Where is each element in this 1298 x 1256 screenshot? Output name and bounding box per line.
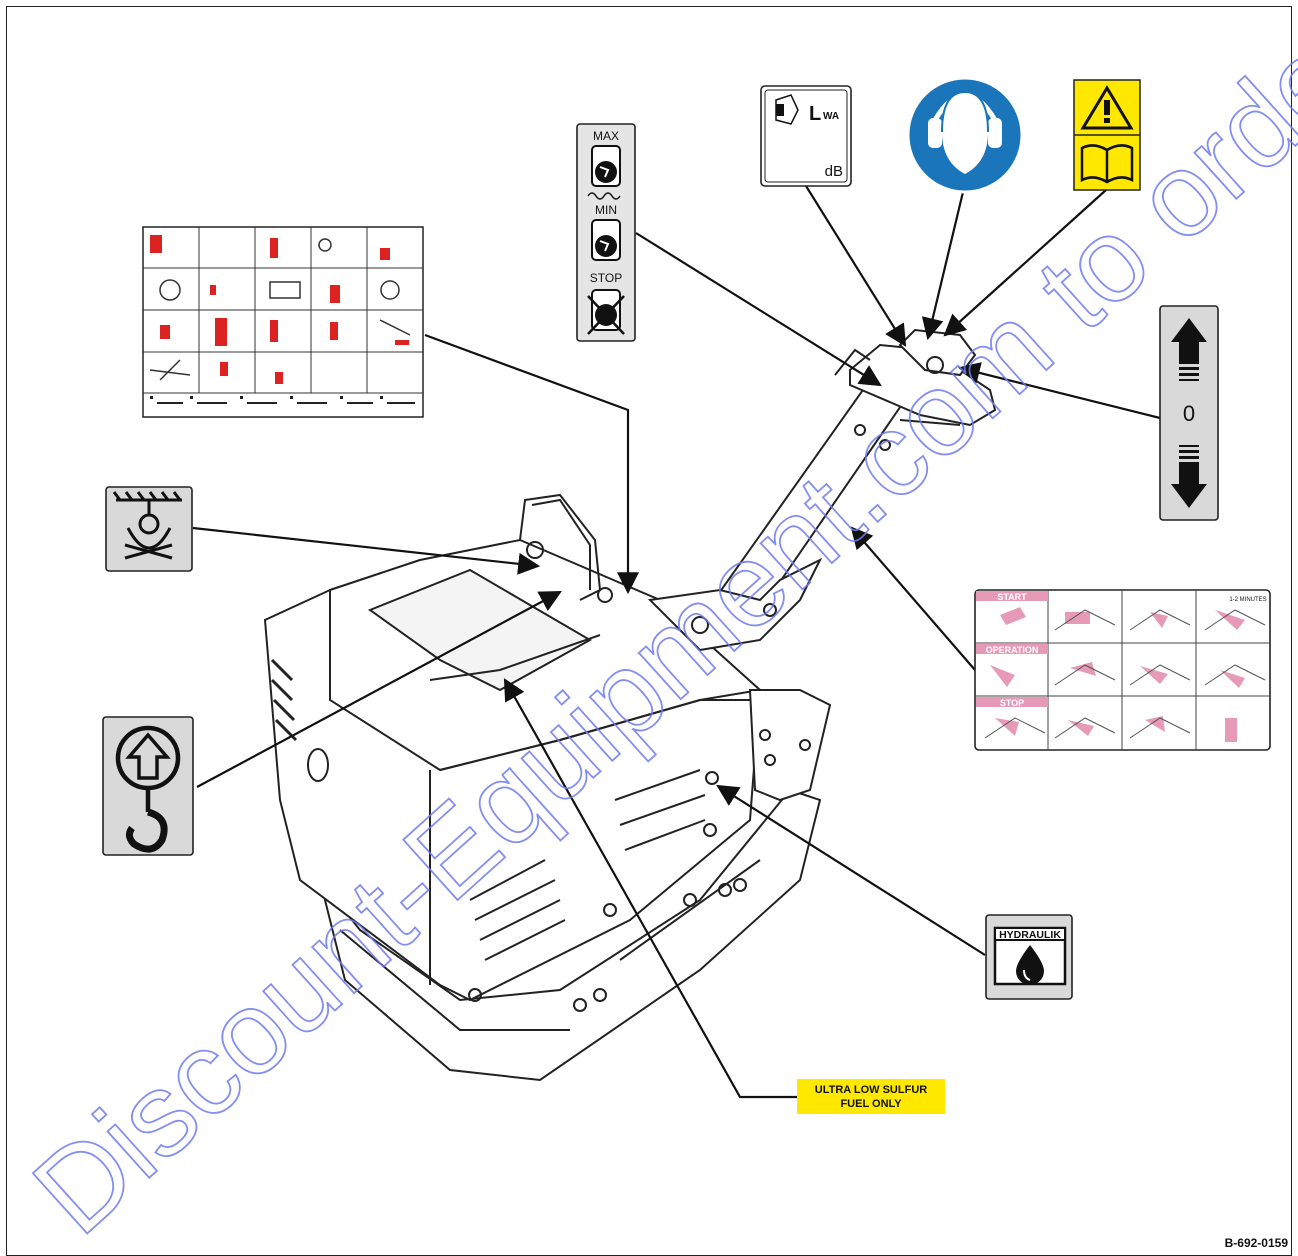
- instruction-operation-heading: OPERATION: [986, 645, 1039, 655]
- document-id: B-692-0159: [1224, 1236, 1288, 1250]
- lifting-handle: [519, 493, 602, 601]
- throttle-decal: MAX MIN STOP: [576, 123, 636, 342]
- read-manual-decal: [1073, 79, 1141, 191]
- noise-unit: dB: [825, 163, 843, 180]
- throttle-max-label: MAX: [593, 129, 619, 143]
- fuel-decal: ULTRA LOW SULFUR FUEL ONLY: [797, 1079, 945, 1114]
- throttle-min-icon: [591, 219, 621, 261]
- fuel-lid: [367, 568, 593, 692]
- instruction-start-heading: START: [997, 592, 1027, 602]
- maintenance-decal: [142, 226, 424, 418]
- tie-down-decal: [105, 486, 193, 572]
- plate-compactor: [263, 328, 997, 1082]
- speaker-icon: [775, 94, 799, 125]
- ear-protection-icon: [928, 92, 1002, 174]
- direction-neutral-label: 0: [1183, 401, 1195, 426]
- bolts: [468, 771, 747, 1012]
- noise-level-decal: L WA dB: [760, 85, 852, 187]
- arrow-down-icon: [1171, 445, 1207, 508]
- leader-lines: [192, 185, 1161, 1099]
- book-icon: [1080, 144, 1134, 184]
- throttle-stop-icon: [587, 289, 625, 335]
- oil-drop-icon: [1016, 945, 1044, 985]
- front-vents: [469, 769, 706, 961]
- throttle-max-icon: [591, 145, 621, 187]
- instruction-decal: START OPERATION STOP 1-2 MINUTES: [974, 589, 1271, 751]
- lifting-hook-icon: [115, 725, 181, 853]
- noise-symbol: L: [809, 103, 821, 125]
- instruction-minutes-label: 1-2 MINUTES: [1229, 597, 1266, 603]
- instruction-stop-heading: STOP: [1000, 698, 1024, 708]
- tie-down-icon: [112, 491, 182, 560]
- fuel-decal-line1: ULTRA LOW SULFUR: [815, 1084, 927, 1096]
- noise-subscript: WA: [823, 111, 839, 122]
- direction-decal: 0: [1159, 305, 1219, 521]
- hearing-protection-decal: [906, 76, 1024, 194]
- fuel-decal-line2: FUEL ONLY: [840, 1098, 902, 1110]
- base-plate: [319, 788, 822, 1082]
- arrow-up-icon: [1171, 318, 1207, 381]
- throttle-stop-label: STOP: [590, 271, 622, 285]
- throttle-min-label: MIN: [595, 203, 617, 217]
- hydraulic-label: HYDRAULIK: [999, 929, 1061, 941]
- warning-triangle-icon: [1080, 85, 1134, 130]
- lifting-point-decal: [102, 716, 194, 856]
- hydraulic-decal: HYDRAULIK: [985, 914, 1073, 1000]
